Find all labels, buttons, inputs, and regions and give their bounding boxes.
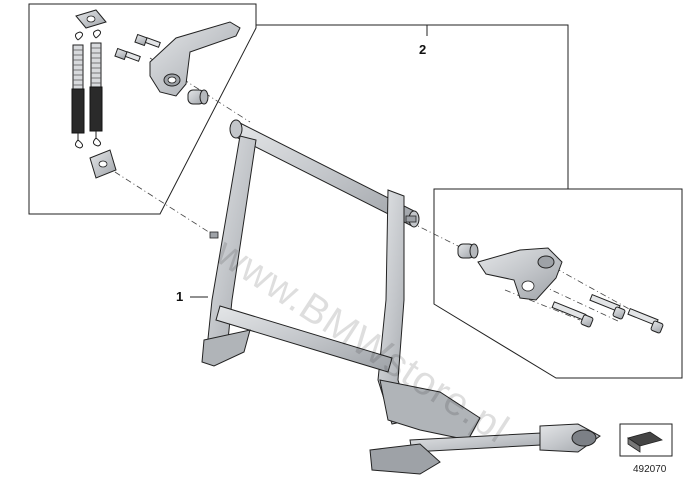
spring-plate-bottom [89,149,117,179]
callout-2-leader [256,24,569,189]
direction-arrow-icon [619,423,673,457]
detail-box-left [28,3,257,215]
bolt-small-1 [134,33,161,48]
assembly-line-left [103,164,216,237]
bushing-left [187,89,209,105]
stand-bracket-right [477,247,563,301]
callout-1-label: 1 [176,289,184,304]
spring-right [89,29,103,147]
callout-2-label: 2 [419,42,427,57]
assembly-line-bolt-3 [504,289,581,321]
bolt-long-2 [589,293,626,320]
bolt-long-3 [627,307,664,334]
bolt-long-1 [551,301,594,328]
center-stand [201,119,601,475]
detail-box-right [433,188,683,379]
bushing-right [457,243,479,259]
stand-bracket-left [149,21,241,97]
spring-plate-top [75,9,107,29]
spring-left [71,31,85,149]
bolt-small-2 [114,47,141,62]
diagram-number: 492070 [633,464,667,475]
